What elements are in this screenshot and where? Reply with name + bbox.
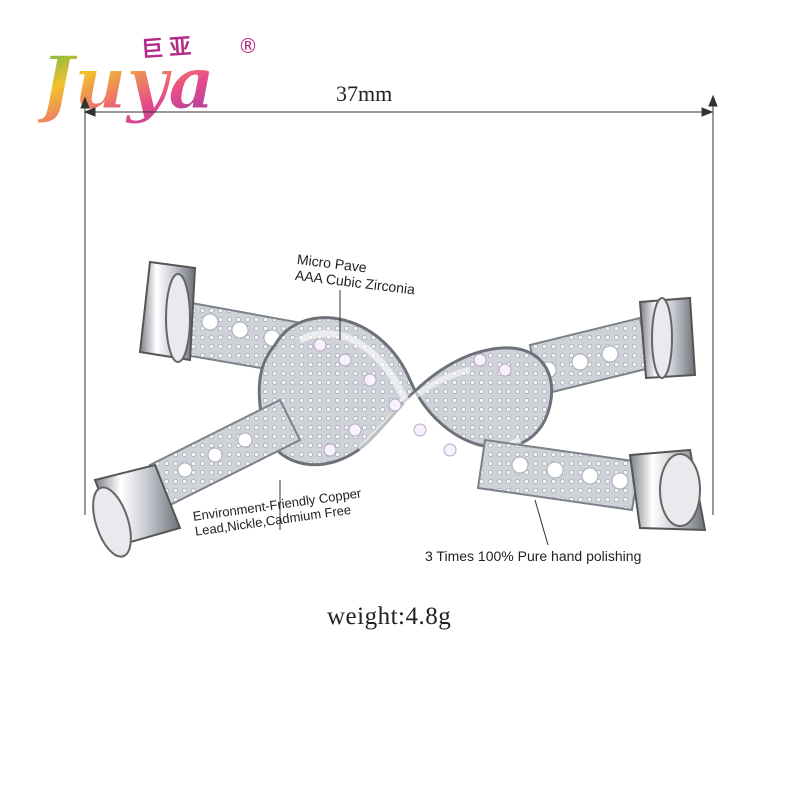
leader-line-polishing (534, 499, 549, 546)
brand-logo-mark: Juya (38, 40, 215, 126)
brand-logo-text: Juya (38, 40, 215, 125)
clasp-cap-top-left (138, 260, 197, 363)
arrowhead-right (701, 107, 714, 117)
clasp-cap-top-right (638, 296, 697, 380)
clasp-arm-bottom-right (476, 438, 642, 512)
registered-mark: ® (238, 34, 258, 58)
polishing-annotation: 3 Times 100% Pure hand polishing (425, 548, 642, 564)
brand-logo: Juya 巨亚 ® (38, 28, 278, 128)
clasp-cap-bottom-left (92, 463, 182, 558)
weight-label: weight:4.8g (327, 603, 452, 630)
clasp-cap-bottom-right (628, 448, 707, 532)
dimension-label: 37mm (336, 81, 393, 106)
arrowhead-left-top (80, 96, 90, 109)
arrowhead-right-top (708, 94, 718, 107)
arrowhead-left (83, 107, 96, 117)
